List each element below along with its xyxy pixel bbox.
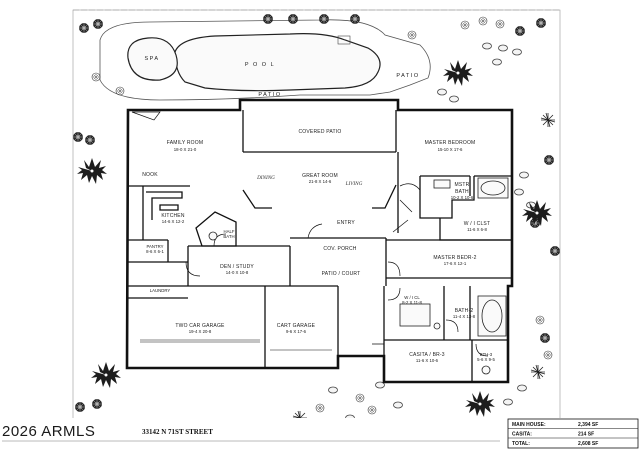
patio-label-left: PATIO (258, 92, 281, 98)
wi-cl2-label: W / I CL (404, 295, 420, 300)
great-room-dims: 21-8 X 14-6 (309, 179, 332, 184)
mstr-bath-dims: 10-2 X 10-6 (451, 195, 474, 200)
bath2-label: BATH-2 (455, 308, 474, 314)
area-value-casita: 214 SF (578, 432, 594, 438)
casita-label: CASITA / BR-3 (409, 352, 445, 358)
master-bedroom-dims: 15-10 X 17-6 (438, 147, 463, 152)
den-study-dims: 14-0 X 10-8 (226, 270, 249, 275)
walls (125, 98, 514, 384)
interior-walls (128, 110, 512, 382)
pool-area: SPA P O O L PATIO PATIO (99, 19, 431, 101)
garage-doors (140, 339, 332, 351)
room-labels: FAMILY ROOM 18-0 X 21-0 COVERED PATIO MA… (142, 129, 495, 363)
pantry-label: PANTRY (146, 244, 163, 249)
spa (127, 37, 178, 81)
address: 33142 N 71ST STREET (142, 428, 213, 436)
area-summary: MAIN HOUSE: 2,394 SF CASITA: 214 SF TOTA… (507, 418, 639, 449)
master-bedroom-label: MASTER BEDROOM (425, 140, 476, 146)
covered-patio-label: COVERED PATIO (299, 129, 342, 135)
bth3-dims: 5-6 X 9-5 (477, 357, 495, 362)
area-value-total: 2,608 SF (578, 441, 598, 447)
family-room-label: FAMILY ROOM (167, 140, 203, 146)
den-study-label: DEN / STUDY (220, 264, 254, 270)
casita-dims: 11-6 X 10-6 (416, 358, 439, 363)
pool-deck-outline (99, 19, 431, 101)
bth3-label: BTH-3 (480, 352, 493, 357)
patio-label-right: PATIO (396, 73, 419, 79)
area-label-main: MAIN HOUSE: (512, 422, 546, 428)
pantry-dims: 8-6 X 6-1 (146, 249, 164, 254)
dining-label: DINING (256, 175, 275, 181)
great-room-label: GREAT ROOM (302, 173, 338, 179)
pool (174, 33, 381, 92)
kitchen-label: KITCHEN (161, 213, 185, 219)
two-car-garage-label: TWO CAR GARAGE (175, 323, 225, 329)
kitchen-dims: 14-6 X 12-2 (162, 219, 185, 224)
cart-garage-label: CART GARAGE (277, 323, 316, 329)
entry-label: ENTRY (337, 220, 355, 226)
master-bedr2-label: MASTER BEDR-2 (433, 255, 476, 261)
two-car-garage-dims: 19-4 X 20-8 (189, 329, 212, 334)
fixtures (208, 177, 509, 375)
living-label: LIVING (345, 181, 363, 187)
area-value-main: 2,394 SF (578, 422, 598, 428)
family-room-dims: 18-0 X 21-0 (174, 147, 197, 152)
pool-label: P O O L (245, 62, 275, 68)
patio-court-label: PATIO / COURT (322, 271, 361, 277)
spa-label: SPA (144, 56, 159, 62)
nook-label: NOOK (142, 172, 158, 178)
mstr-bath-label: MSTR (455, 182, 470, 188)
wi-cl2-dims: 8-2 X 11-8 (402, 300, 422, 305)
cart-garage-dims: 9-6 X 17-6 (286, 329, 307, 334)
laundry-label: LAUNDRY (150, 288, 171, 293)
bath2-dims: 11-4 X 13-8 (453, 314, 476, 319)
area-label-casita: CASITA: (512, 432, 532, 438)
wi-clst-label: W / I CLST (464, 221, 490, 227)
wi-clst-dims: 11-6 X 6-8 (467, 227, 487, 232)
watermark: 2026 ARMLS (2, 423, 95, 440)
mstr-bath-label-2: BATH (455, 189, 469, 195)
half-bath-label: HALF (224, 229, 235, 234)
cov-porch-label: COV. PORCH (323, 246, 356, 252)
master-bedr2-dims: 17-6 X 12-1 (444, 261, 467, 266)
half-bath-label-2: BATH (223, 234, 234, 239)
doors (131, 111, 489, 357)
area-label-total: TOTAL: (512, 441, 530, 447)
